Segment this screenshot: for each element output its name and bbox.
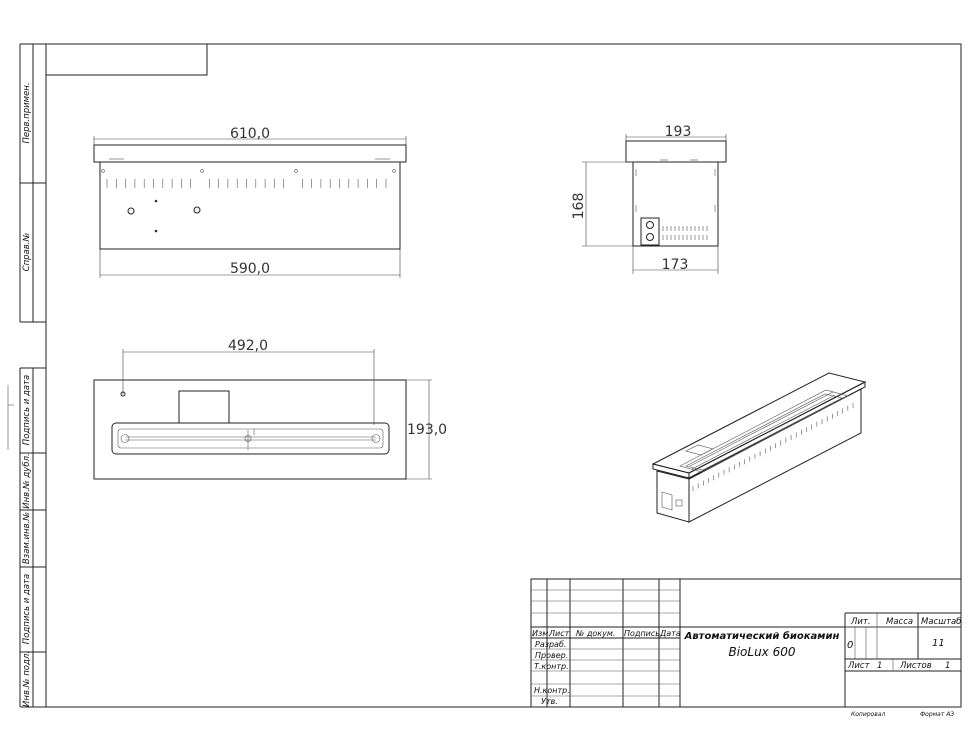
title-block-text: Изм. Лист № докум. Подпись Дата Разраб. …	[532, 617, 961, 718]
side-label-podpis-2: Подпись и дата	[22, 574, 32, 644]
side-label-vzam-inv: Взам.инв.№	[22, 512, 32, 564]
tb-razrab: Разраб.	[535, 640, 566, 649]
tb-tkontr: Т.контр.	[534, 662, 569, 671]
side-label-perv-primen: Перв.примен.	[22, 82, 32, 143]
dim-front-width-bottom: 590,0	[230, 261, 270, 277]
side-label-sprav: Справ.№	[22, 233, 32, 272]
tb-copied: Копировал	[851, 711, 885, 718]
tb-format: Формат А3	[920, 711, 954, 718]
tb-sheets-value: 1	[945, 661, 950, 671]
tb-hdr-date: Дата	[659, 629, 681, 638]
tb-hdr-izm: Изм.	[532, 629, 551, 638]
tb-sheets-label: Листов	[899, 661, 932, 671]
tb-sheet-label: Лист	[847, 661, 871, 671]
tb-scale-label: Масштаб	[921, 617, 961, 627]
dim-plan-depth: 193,0	[407, 422, 447, 438]
side-label-podpis-1: Подпись и дата	[22, 375, 32, 445]
front-dims	[93, 136, 407, 278]
side-label-inv-dubl: Инв.№ дубл.	[22, 453, 32, 508]
dim-side-bottom: 173	[662, 257, 689, 273]
front-view	[93, 144, 407, 250]
plan-dims	[122, 349, 432, 480]
tb-utv: Утв.	[541, 697, 558, 706]
front-vent-slots	[106, 179, 387, 188]
left-binding-strip	[7, 43, 46, 708]
plan-view	[93, 379, 407, 480]
top-left-stamp	[45, 43, 208, 76]
tb-mass-label: Масса	[886, 617, 913, 627]
tb-prover: Провер.	[535, 651, 568, 660]
tb-hdr-sign: Подпись	[624, 629, 660, 638]
title-block	[530, 578, 962, 708]
tb-title-line1: Автоматический биокамин	[684, 630, 840, 642]
drawing-frame	[45, 43, 962, 708]
side-label-inv-podl: Инв.№ подл.	[22, 651, 32, 707]
side-view	[625, 140, 727, 247]
isometric-view	[651, 372, 867, 523]
dim-front-width-top: 610,0	[230, 126, 270, 142]
tb-sheet-value: 1	[877, 661, 882, 671]
tb-scale-value: 11	[932, 638, 945, 649]
dim-plan-width: 492,0	[228, 338, 268, 354]
tb-lit-value: 0	[847, 640, 853, 651]
dim-side-height: 168	[571, 193, 587, 220]
tb-lit-label: Лит.	[850, 617, 871, 627]
dim-side-top: 193	[665, 124, 692, 140]
tb-hdr-list: Лист	[548, 629, 570, 638]
side-dims	[582, 134, 727, 274]
iso-vent-slots	[692, 403, 854, 491]
tb-title-line2: BioLux 600	[728, 645, 795, 659]
tb-hdr-doc: № докум.	[575, 629, 615, 638]
tb-nkontr: Н.контр.	[534, 686, 570, 695]
side-vent-slots	[662, 226, 708, 240]
